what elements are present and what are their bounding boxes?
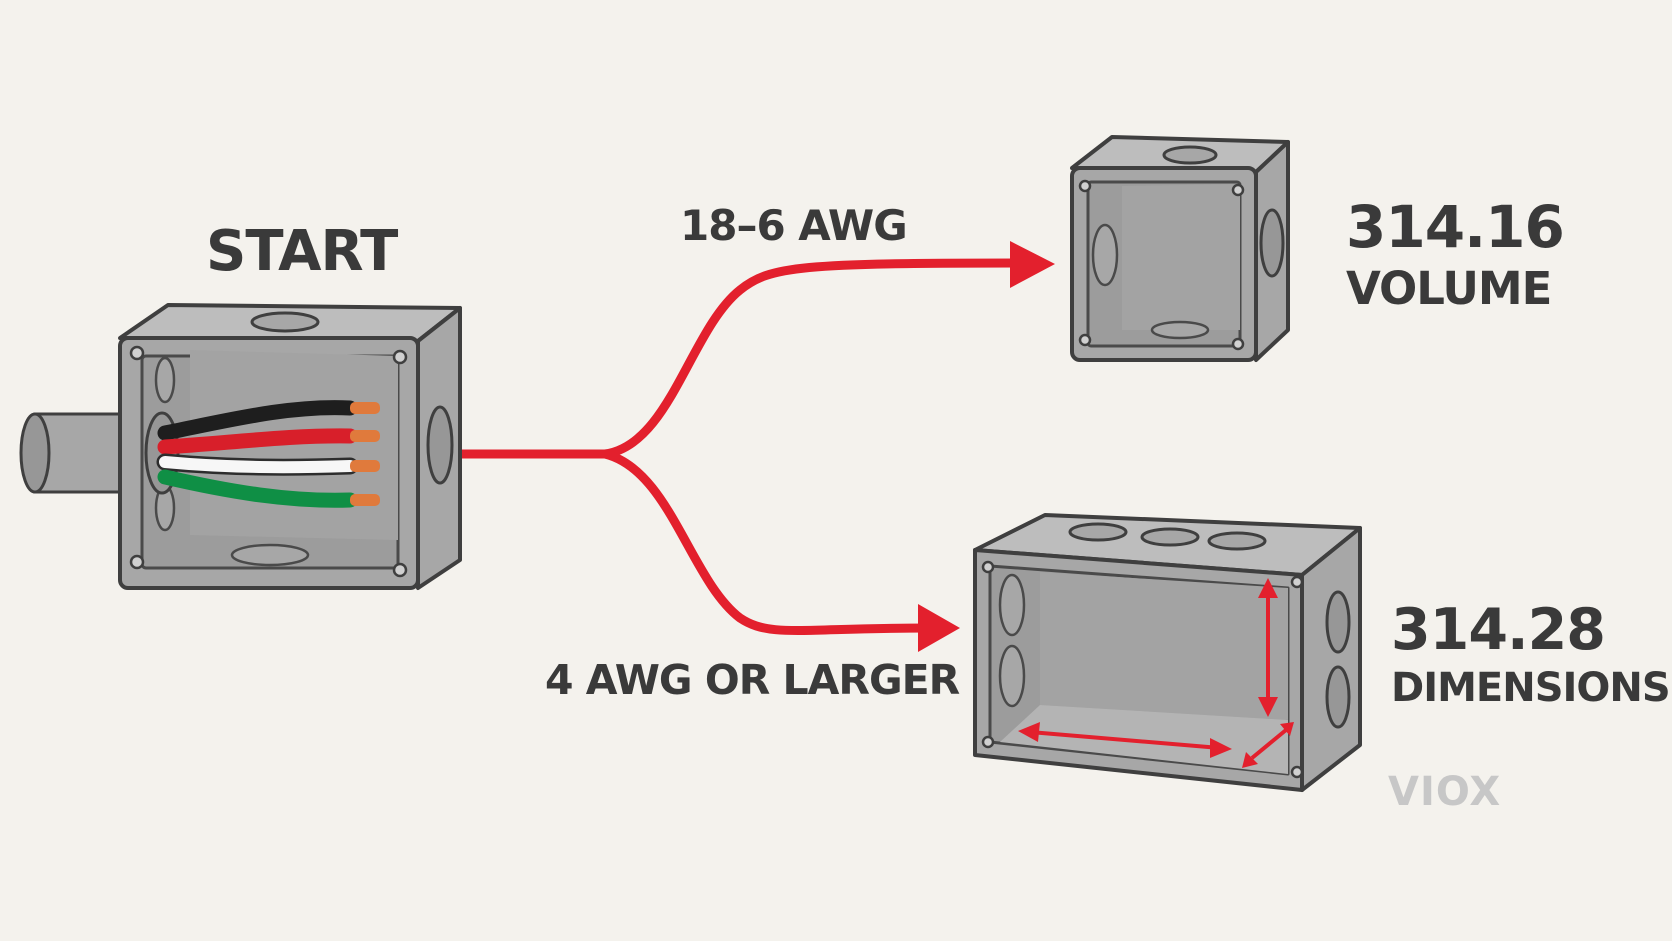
rect-box (973, 513, 1362, 792)
flow-arrows (460, 241, 1055, 652)
top-knockout (250, 311, 320, 333)
rect-floor (1000, 705, 1288, 774)
cube-top-knockout (1162, 145, 1218, 165)
corner-screw (129, 554, 145, 570)
dimension-length-line (1029, 730, 1221, 750)
wire-white-fill (159, 456, 356, 474)
rect-top-knockout (1068, 522, 1128, 542)
cube-box (1070, 135, 1290, 362)
dimension-depth-head-bottom (1242, 752, 1258, 768)
dimension-height-head-top (1258, 578, 1278, 598)
copper-tip (350, 494, 380, 506)
corner-screw (1078, 333, 1092, 347)
corner-screw (1231, 337, 1245, 351)
rect-top-knockout (1207, 531, 1267, 551)
start-junction-box (19, 303, 462, 590)
result-volume-section: 314.16 (1346, 193, 1565, 261)
dimension-length-head-right (1210, 738, 1232, 758)
result-dimensions-section: 314.28 (1391, 597, 1606, 663)
result-dimensions-caption: DIMENSIONS (1391, 665, 1671, 711)
flow-branch-bottom-line (603, 449, 931, 635)
dimension-depth-line (1250, 728, 1288, 760)
side-knockout (426, 405, 454, 485)
flow-branch-bottom-arrowhead (918, 604, 960, 652)
corner-screw (392, 349, 408, 365)
corner-screw (1290, 575, 1304, 589)
cube-side-knockout (1259, 208, 1285, 278)
corner-screw (129, 345, 145, 361)
corner-screw (981, 735, 995, 749)
rect-right-face (1300, 526, 1362, 792)
cube-bottom-knockout (1150, 320, 1210, 340)
dimension-height-head-bottom (1258, 697, 1278, 717)
wire-bundle (156, 400, 380, 508)
cube-inner-knockout (1091, 223, 1119, 287)
corner-screw (981, 560, 995, 574)
dimension-depth-head-top (1280, 722, 1294, 736)
corner-screw (392, 562, 408, 578)
rect-inner-knockout (998, 644, 1026, 708)
flow-branch-top-arrowhead (1010, 241, 1055, 288)
start-label: START (206, 219, 398, 284)
wire-red (157, 428, 358, 455)
copper-tip (350, 402, 380, 414)
copper-tip (350, 430, 380, 442)
rect-back-wall (1040, 572, 1288, 720)
conduit-end (19, 412, 51, 494)
result-volume-caption: VOLUME (1346, 262, 1552, 315)
inner-bottom-knockout (230, 543, 310, 567)
corner-screw (1231, 183, 1245, 197)
rect-side-knockout (1325, 590, 1351, 654)
wire-green (157, 469, 358, 508)
flow-branch-top-line (604, 258, 1026, 459)
branch-label-large-wire: 4 AWG OR LARGER (545, 656, 960, 704)
rect-top-knockout (1140, 527, 1200, 547)
cube-back-wall (1122, 184, 1240, 330)
brand-logo: VIOX (1388, 769, 1502, 815)
wire-black (157, 400, 358, 441)
corner-screw (1290, 765, 1304, 779)
dimension-length-head-left (1018, 722, 1040, 742)
branch-label-small-wire: 18–6 AWG (680, 201, 908, 250)
dimension-arrows (1018, 578, 1294, 768)
corner-screw (1078, 179, 1092, 193)
rect-side-knockout (1325, 665, 1351, 729)
inner-left-knockout-1 (154, 356, 176, 404)
rect-inner-knockout (998, 573, 1026, 637)
copper-tip (350, 460, 380, 472)
